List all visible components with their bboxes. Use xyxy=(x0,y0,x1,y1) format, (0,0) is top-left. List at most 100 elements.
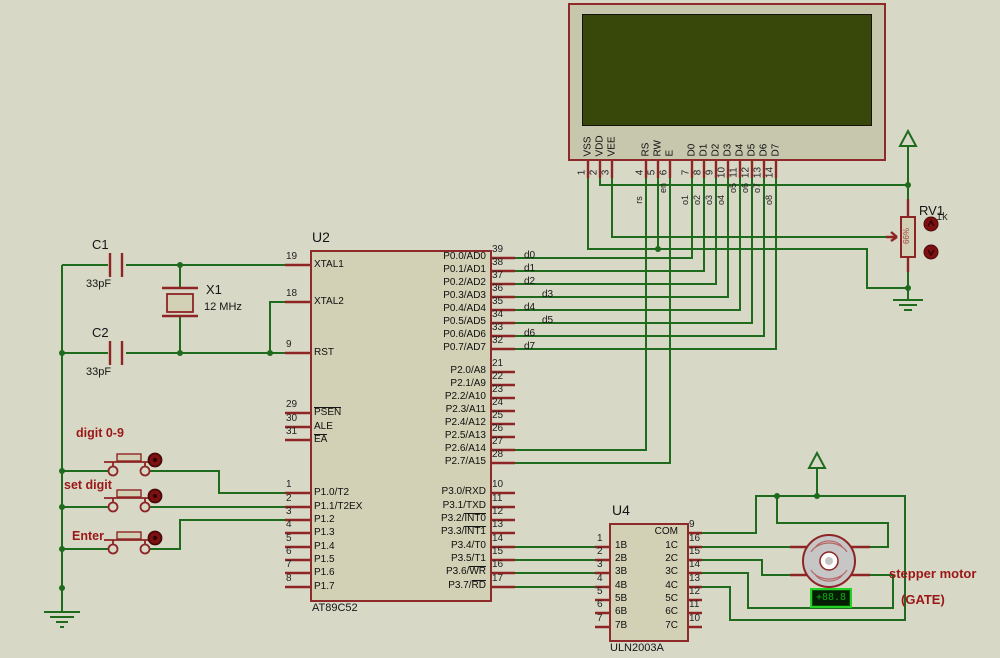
mcu-chip-body[interactable] xyxy=(310,250,492,602)
u2-pin-number: 6 xyxy=(286,546,292,557)
u2-pin-name: P1.6 xyxy=(314,567,335,578)
u2-pin-number: 23 xyxy=(492,384,504,395)
u2-pin-name: P3.7/RD xyxy=(448,580,486,591)
u2-pin-number: 35 xyxy=(492,296,504,307)
u2-pin-number: 9 xyxy=(286,339,292,350)
u2-pin-number: 22 xyxy=(492,371,504,382)
lcd-pin-name: D4 xyxy=(734,143,746,157)
u2-pin-name: P1.5 xyxy=(314,554,335,565)
lcd-pin-name: D3 xyxy=(722,143,734,157)
potentiometer-body[interactable] xyxy=(900,216,916,258)
u2-pin-number: 17 xyxy=(492,573,504,584)
rv1-value: 1k xyxy=(936,211,948,223)
lcd-pin-number: 8 xyxy=(692,169,704,176)
u2-pin-number: 28 xyxy=(492,449,504,460)
lcd-pin-number: 4 xyxy=(634,169,646,176)
net-label: d4 xyxy=(524,302,536,313)
u2-pin-name: P3.6/WR xyxy=(445,566,486,577)
u2-pin-number: 5 xyxy=(286,533,292,544)
u4-pin-name: 2C xyxy=(665,553,678,564)
pot-decrement-button[interactable] xyxy=(923,244,939,260)
u2-pin-number: 29 xyxy=(286,399,298,410)
u2-pin-name: P0.4/AD4 xyxy=(443,303,486,314)
x1-value: 12 MHz xyxy=(204,301,242,313)
u2-pin-name: P2.6/A14 xyxy=(444,443,486,454)
push-button-enter[interactable] xyxy=(104,530,163,555)
lcd-screen xyxy=(582,14,872,126)
wire-net-label: o7 xyxy=(752,183,762,194)
lcd-pin-name: D5 xyxy=(746,143,758,157)
label-set-digit-button: set digit xyxy=(64,478,112,492)
u4-pin-name: 6B xyxy=(615,606,628,617)
wire-net-label: o1 xyxy=(680,195,690,206)
lcd-pin-name: RW xyxy=(652,140,664,157)
u2-ref: U2 xyxy=(312,229,330,245)
u2-pin-number: 32 xyxy=(492,335,504,346)
u4-ref: U4 xyxy=(612,502,630,518)
c1-value: 33pF xyxy=(86,278,112,290)
pot-increment-button[interactable] xyxy=(923,216,939,232)
u4-pin-number: 10 xyxy=(689,613,701,624)
wire-net-label: o6 xyxy=(740,183,750,194)
lcd-pin-name: RS xyxy=(640,142,652,157)
driver-chip-body[interactable] xyxy=(609,523,689,642)
u2-pin-number: 36 xyxy=(492,283,504,294)
u2-pin-number: 25 xyxy=(492,410,504,421)
u2-pin-name: P2.7/A15 xyxy=(444,456,486,467)
u2-pin-name: P1.3 xyxy=(314,527,335,538)
lcd-pin-name: E xyxy=(664,149,676,157)
u4-pin-number: 1 xyxy=(597,533,603,544)
wire-net-label: o5 xyxy=(728,183,738,194)
u4-part: ULN2003A xyxy=(610,642,664,654)
u4-pin-name: 1C xyxy=(665,540,678,551)
label-enter-button: Enter xyxy=(72,529,104,543)
lcd-pin-number: 14 xyxy=(764,166,776,179)
stepper-motor[interactable] xyxy=(802,534,856,588)
lcd-pin-name: VDD xyxy=(594,135,606,157)
u4-pin-name: 5C xyxy=(665,593,678,604)
u2-pin-name: P0.3/AD3 xyxy=(443,290,486,301)
u2-pin-number: 33 xyxy=(492,322,504,333)
u2-pin-number: 4 xyxy=(286,519,292,530)
lcd-pin-number: 3 xyxy=(600,169,612,176)
u2-pin-name: ALE xyxy=(314,421,333,432)
wire-net-label: rs xyxy=(634,196,644,204)
u2-pin-number: 34 xyxy=(492,309,504,320)
u2-pin-number: 16 xyxy=(492,559,504,570)
u2-pin-name: P2.5/A13 xyxy=(444,430,486,441)
u2-pin-number: 3 xyxy=(286,506,292,517)
crystal-body[interactable] xyxy=(166,293,194,313)
u2-pin-name: P1.4 xyxy=(314,541,335,552)
wire-net-label: en xyxy=(658,183,668,194)
c2-value: 33pF xyxy=(86,366,112,378)
u2-pin-name: P1.0/T2 xyxy=(314,487,350,498)
u4-pin-number: 12 xyxy=(689,586,701,597)
lcd-pin-name: D2 xyxy=(710,143,722,157)
u2-pin-name: P0.5/AD5 xyxy=(443,316,486,327)
u2-pin-number: 15 xyxy=(492,546,504,557)
u2-pin-name: P3.4/T0 xyxy=(450,540,486,551)
u2-pin-name: P0.7/AD7 xyxy=(443,342,486,353)
pin-stubs xyxy=(108,161,910,629)
u4-pin-name: 1B xyxy=(615,540,628,551)
junction-dots xyxy=(59,182,911,591)
u4-pin-number: 13 xyxy=(689,573,701,584)
u2-pin-number: 31 xyxy=(286,426,298,437)
u2-pin-name: P2.1/A9 xyxy=(450,378,486,389)
u2-pin-name: P3.1/TXD xyxy=(442,500,486,511)
u2-pin-number: 27 xyxy=(492,436,504,447)
u2-pin-number: 14 xyxy=(492,533,504,544)
u2-pin-number: 11 xyxy=(492,493,503,504)
u2-pin-number: 39 xyxy=(492,244,504,255)
u2-pin-name: P3.2/INT0 xyxy=(440,513,486,524)
push-button-set-digit[interactable] xyxy=(104,488,163,513)
u4-pin-number: 14 xyxy=(689,559,701,570)
push-button-digit[interactable] xyxy=(104,452,163,477)
lcd-pin-name: D1 xyxy=(698,143,710,157)
u4-pin-number: 3 xyxy=(597,559,603,570)
u2-pin-number: 1 xyxy=(286,479,292,490)
u4-pin-name: 4B xyxy=(615,580,628,591)
u4-pin-number: 6 xyxy=(597,599,603,610)
